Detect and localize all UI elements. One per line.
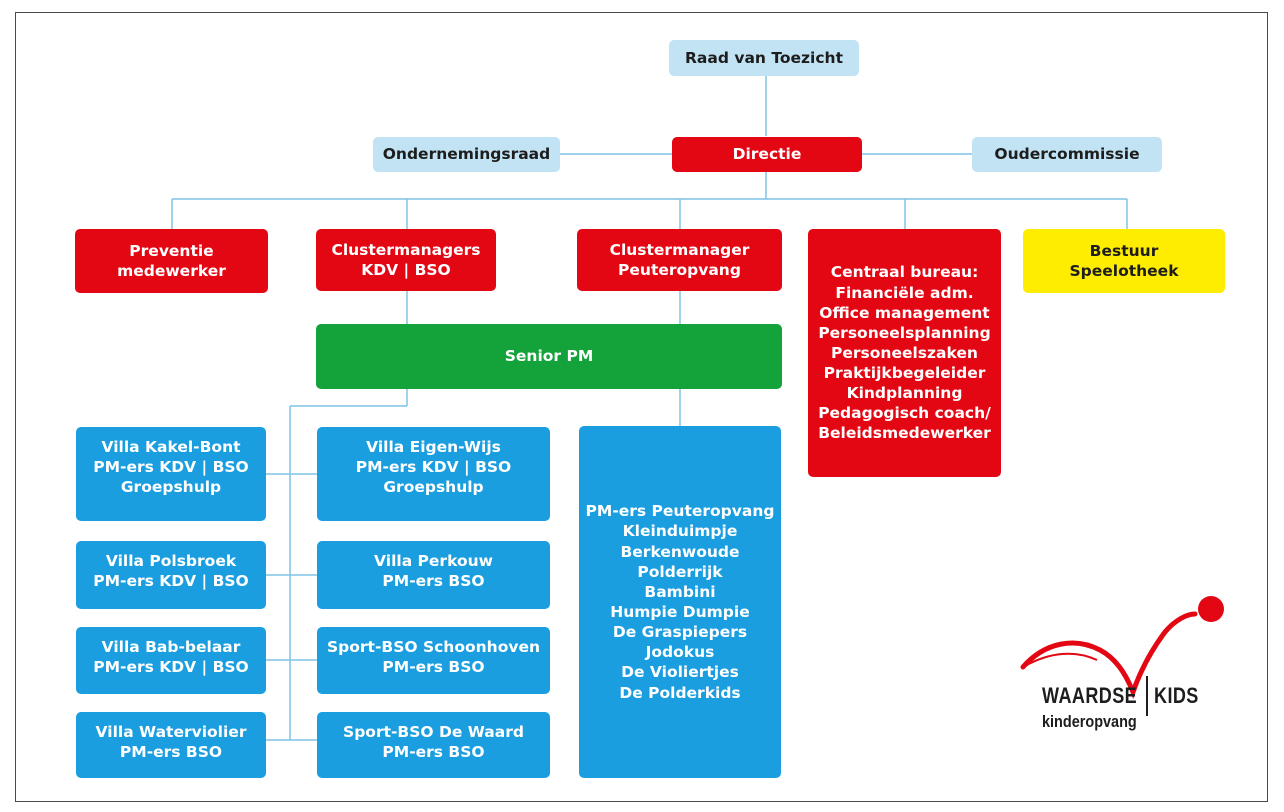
node-line: Villa Eigen-Wijs (366, 438, 501, 456)
node-senior-pm: Senior PM (316, 324, 782, 389)
logo-word-kinderopvang: kinderopvang (1042, 712, 1137, 731)
node-line: Personeelsplanning (818, 323, 991, 342)
node-line: Kindplanning (846, 384, 963, 403)
node-line: Centraal bureau: (830, 263, 979, 282)
node-villa-waterviolier: Villa Waterviolier PM-ers BSO (76, 712, 266, 778)
node-line: PM-ers BSO (382, 658, 485, 677)
node-preventie-medewerker: Preventie medewerker (75, 229, 268, 293)
node-sport-bso-schoonhoven: Sport-BSO Schoonhoven PM-ers BSO (317, 627, 550, 694)
node-bestuur-speelotheek: Bestuur Speelotheek (1023, 229, 1225, 293)
node-line: Praktijkbegeleider (823, 364, 986, 383)
logo-word-waardse: WAARDSE (1042, 683, 1138, 708)
node-line: Villa Kakel-Bont (101, 438, 241, 456)
node-line: medewerker (117, 262, 226, 280)
node-line: Villa Waterviolier (95, 723, 247, 741)
node-line: Kleinduimpje (622, 522, 738, 541)
node-line: De Violiertjes (621, 663, 739, 682)
node-line: Raad van Toezicht (685, 48, 843, 67)
node-pm-ers-peuteropvang: PM-ers Peuteropvang Kleinduimpje Berkenw… (579, 426, 781, 778)
node-ondernemingsraad: Ondernemingsraad (373, 137, 560, 172)
node-line: Groepshulp (383, 478, 484, 497)
node-clustermanagers: Clustermanagers KDV | BSO (316, 229, 496, 291)
node-line: Clustermanager (609, 240, 750, 259)
node-line: Sport-BSO Schoonhoven (327, 638, 540, 656)
node-raad-van-toezicht: Raad van Toezicht (669, 40, 859, 76)
node-oudercommissie: Oudercommissie (972, 137, 1162, 172)
node-line: Jodokus (645, 643, 715, 662)
node-line: Humpie Dumpie (610, 603, 750, 621)
node-villa-bab-belaar: Villa Bab-belaar PM-ers KDV | BSO (76, 627, 266, 694)
node-line: PM-ers BSO (119, 743, 223, 762)
node-line: Beleidsmedewerker (818, 424, 991, 443)
node-line: Speelotheek (1069, 262, 1179, 280)
node-villa-polsbroek: Villa Polsbroek PM-ers KDV | BSO (76, 541, 266, 609)
node-directie: Directie (672, 137, 862, 172)
node-line: Berkenwoude (620, 542, 740, 561)
node-villa-perkouw: Villa Perkouw PM-ers BSO (317, 541, 550, 609)
node-line: Bestuur (1089, 241, 1159, 260)
node-line: PM-ers KDV | BSO (93, 458, 249, 477)
node-line: Villa Bab-belaar (101, 638, 241, 656)
node-line: Polderrijk (637, 562, 723, 581)
node-line: PM-ers Peuteropvang (585, 502, 775, 521)
logo-mark-icon (1020, 596, 1224, 716)
node-villa-eigen-wijs: Villa Eigen-Wijs PM-ers KDV | BSO Groeps… (317, 427, 550, 521)
logo-word-kids: KIDS (1154, 683, 1199, 708)
node-line: Oudercommissie (994, 145, 1140, 164)
node-line: Sport-BSO De Waard (343, 723, 524, 741)
node-clustermanager-peuteropvang: Clustermanager Peuteropvang (577, 229, 782, 291)
node-line: Villa Perkouw (374, 552, 493, 570)
node-centraal-bureau: Centraal bureau: Financiële adm. Office … (808, 229, 1001, 477)
node-line: PM-ers BSO (382, 572, 485, 591)
node-line: Personeelszaken (831, 343, 978, 362)
node-line: PM-ers KDV | BSO (93, 658, 249, 677)
node-line: PM-ers BSO (382, 743, 485, 762)
node-line: PM-ers KDV | BSO (93, 572, 249, 591)
page-frame (15, 12, 1268, 802)
node-line: De Graspiepers (612, 623, 748, 642)
node-line: PM-ers KDV | BSO (355, 458, 512, 477)
node-line: Bambini (644, 582, 716, 601)
node-line: Pedagogisch coach/ (818, 404, 991, 423)
node-line: De Polderkids (619, 683, 741, 702)
node-line: Clustermanagers (331, 240, 481, 259)
node-line: Office management (819, 303, 990, 322)
node-line: Villa Polsbroek (105, 552, 237, 570)
node-line: KDV | BSO (361, 261, 451, 279)
node-villa-kakel-bont: Villa Kakel-Bont PM-ers KDV | BSO Groeps… (76, 427, 266, 521)
node-line: Senior PM (504, 347, 594, 366)
node-line: Peuteropvang (618, 261, 741, 279)
node-line: Groepshulp (120, 478, 222, 497)
node-line: Directie (732, 145, 802, 164)
node-line: Preventie (129, 241, 214, 260)
node-line: Ondernemingsraad (382, 145, 551, 164)
waardse-kids-logo: WAARDSE KIDS kinderopvang (1015, 592, 1230, 742)
node-line: Financiële adm. (835, 283, 974, 302)
node-sport-bso-de-waard: Sport-BSO De Waard PM-ers BSO (317, 712, 550, 778)
